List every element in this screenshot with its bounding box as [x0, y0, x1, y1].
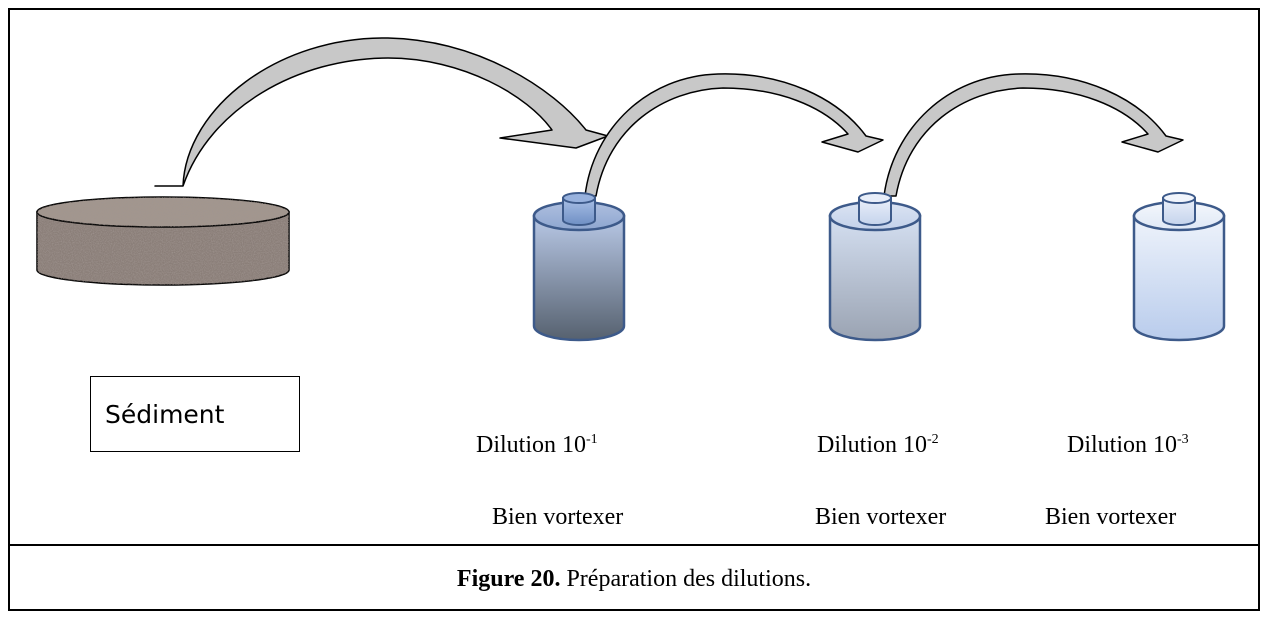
dilution-bottle-2 — [828, 192, 922, 342]
dilution-label-3: Dilution 10-3 — [1067, 432, 1189, 459]
vortex-instruction-3: Bien vortexer — [1045, 504, 1177, 530]
sediment-label: Sédiment — [105, 399, 225, 429]
caption-number: Figure 20. — [456, 566, 561, 592]
dilution-label-2-text: Dilution 10 — [817, 432, 928, 458]
dilution-bottle-3 — [1132, 192, 1226, 342]
figure-frame: Sédiment Dilution 10-1 Dilution 10-2 Dil… — [8, 8, 1260, 611]
dilution-label-2-exponent: -2 — [927, 432, 939, 447]
dilution-bottle-1 — [532, 192, 626, 342]
transfer-arrow-2 — [567, 73, 884, 197]
transfer-arrow-1 — [154, 37, 609, 187]
vortex-instruction-2: Bien vortexer — [815, 504, 947, 530]
vortex-instruction-1: Bien vortexer — [492, 504, 624, 530]
dilution-label-3-text: Dilution 10 — [1067, 432, 1178, 458]
sediment-label-box: Sédiment — [90, 376, 300, 452]
caption-text: Préparation des dilutions. — [560, 566, 812, 592]
dilution-diagram — [8, 8, 1260, 611]
dilution-label-3-exponent: -3 — [1177, 432, 1189, 447]
dilution-label-1: Dilution 10-1 — [476, 432, 598, 459]
dilution-label-1-exponent: -1 — [586, 432, 598, 447]
sediment-disc — [36, 196, 290, 286]
frame-border — [8, 8, 1260, 611]
transfer-arrow-3 — [865, 73, 1184, 197]
figure-caption: Figure 20. Préparation des dilutions. — [8, 566, 1260, 593]
dilution-label-2: Dilution 10-2 — [817, 432, 939, 459]
dilution-label-1-text: Dilution 10 — [476, 432, 587, 458]
